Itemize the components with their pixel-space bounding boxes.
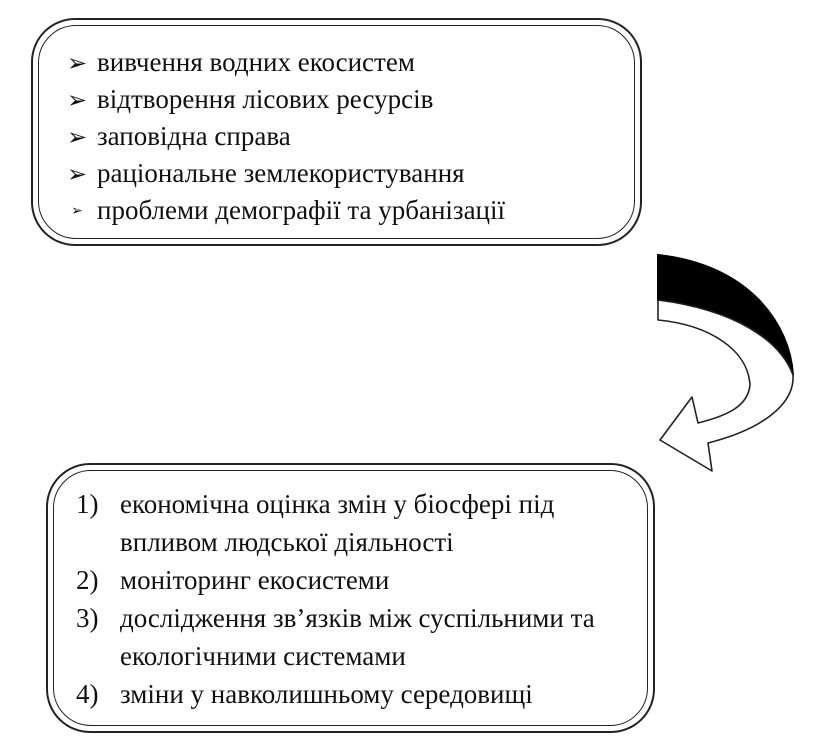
list-item-text: зміни у навколишньому середовищі — [120, 679, 533, 709]
list-item: 3) дослідження зв’язків між суспільними … — [76, 599, 640, 675]
top-bullet-list: ➢ вивчення водних екосистем ➢ відтворенн… — [67, 44, 505, 229]
list-item: ➢ вивчення водних екосистем — [67, 44, 505, 81]
top-box: ➢ вивчення водних екосистем ➢ відтворенн… — [31, 18, 642, 246]
curved-arrow-icon — [657, 253, 794, 472]
arrowhead-bullet-icon: ➢ — [67, 48, 88, 77]
bottom-numbered-list: 1) економічна оцінка змін у біосфері під… — [76, 485, 640, 713]
list-item: ➢ відтворення лісових ресурсів — [67, 81, 505, 118]
curved-arrow-light-body — [657, 299, 794, 472]
list-item: ➢ раціональне землекористування — [67, 155, 505, 192]
list-item-number: 2) — [76, 565, 99, 595]
list-item-text: економічна оцінка змін у біосфері під вп… — [120, 489, 555, 557]
list-item: ➢ проблеми демографії та урбанізації — [67, 192, 505, 229]
arrowhead-bullet-icon: ➢ — [71, 202, 83, 219]
list-item-text: раціональне землекористування — [97, 158, 465, 188]
list-item: 1) економічна оцінка змін у біосфері під… — [76, 485, 640, 561]
arrowhead-bullet-icon: ➢ — [67, 122, 88, 151]
list-item: 4) зміни у навколишньому середовищі — [76, 675, 640, 713]
list-item-text: заповідна справа — [97, 121, 291, 151]
list-item-number: 3) — [76, 603, 99, 633]
list-item-text: моніторинг екосистеми — [120, 565, 390, 595]
list-item-text: вивчення водних екосистем — [97, 47, 415, 77]
arrowhead-bullet-icon: ➢ — [67, 159, 88, 188]
list-item-text: відтворення лісових ресурсів — [97, 84, 434, 114]
list-item-text: дослідження зв’язків між суспільними та … — [120, 603, 595, 671]
list-item: ➢ заповідна справа — [67, 118, 505, 155]
list-item-text: проблеми демографії та урбанізації — [97, 195, 506, 225]
list-item: 2) моніторинг екосистеми — [76, 561, 640, 599]
list-item-number: 4) — [76, 679, 99, 709]
arrowhead-bullet-icon: ➢ — [67, 85, 88, 114]
list-item-number: 1) — [76, 489, 99, 519]
bottom-box: 1) економічна оцінка змін у біосфері під… — [46, 463, 655, 733]
